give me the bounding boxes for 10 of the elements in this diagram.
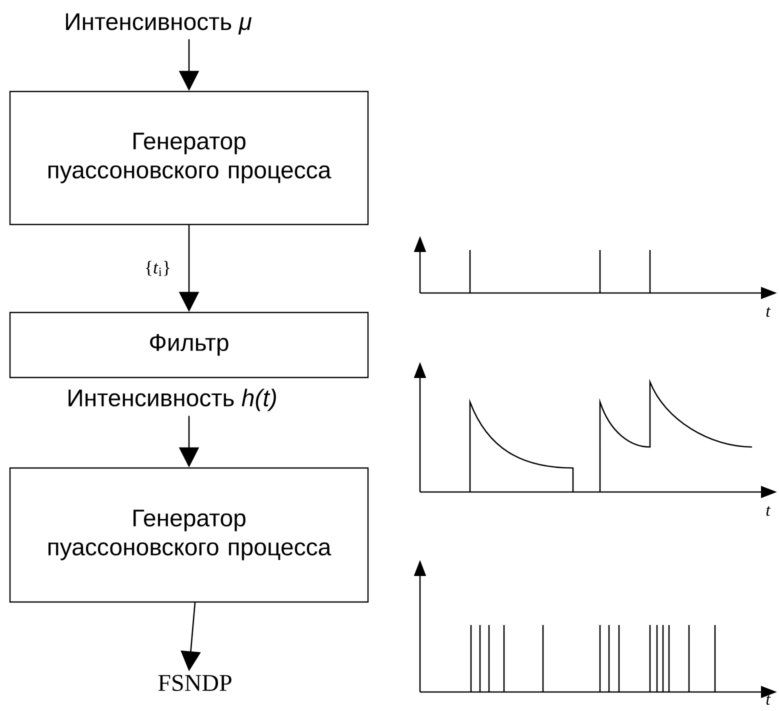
output-label: FSNDP <box>158 674 232 692</box>
input-label: Интенсивность μ <box>66 13 252 35</box>
process-box: Фильтр <box>9 312 369 378</box>
axis-label: t <box>766 307 771 317</box>
edge-label: {t$_{i}$} <box>146 260 170 276</box>
axis-label: t <box>766 695 771 705</box>
axis-label: t <box>766 506 771 516</box>
input-label: Интенсивность h(t) <box>68 388 276 412</box>
process-box: Генератор пуассоновского процесса <box>9 90 369 226</box>
process-box: Генератор пуассоновского процесса <box>9 467 369 603</box>
